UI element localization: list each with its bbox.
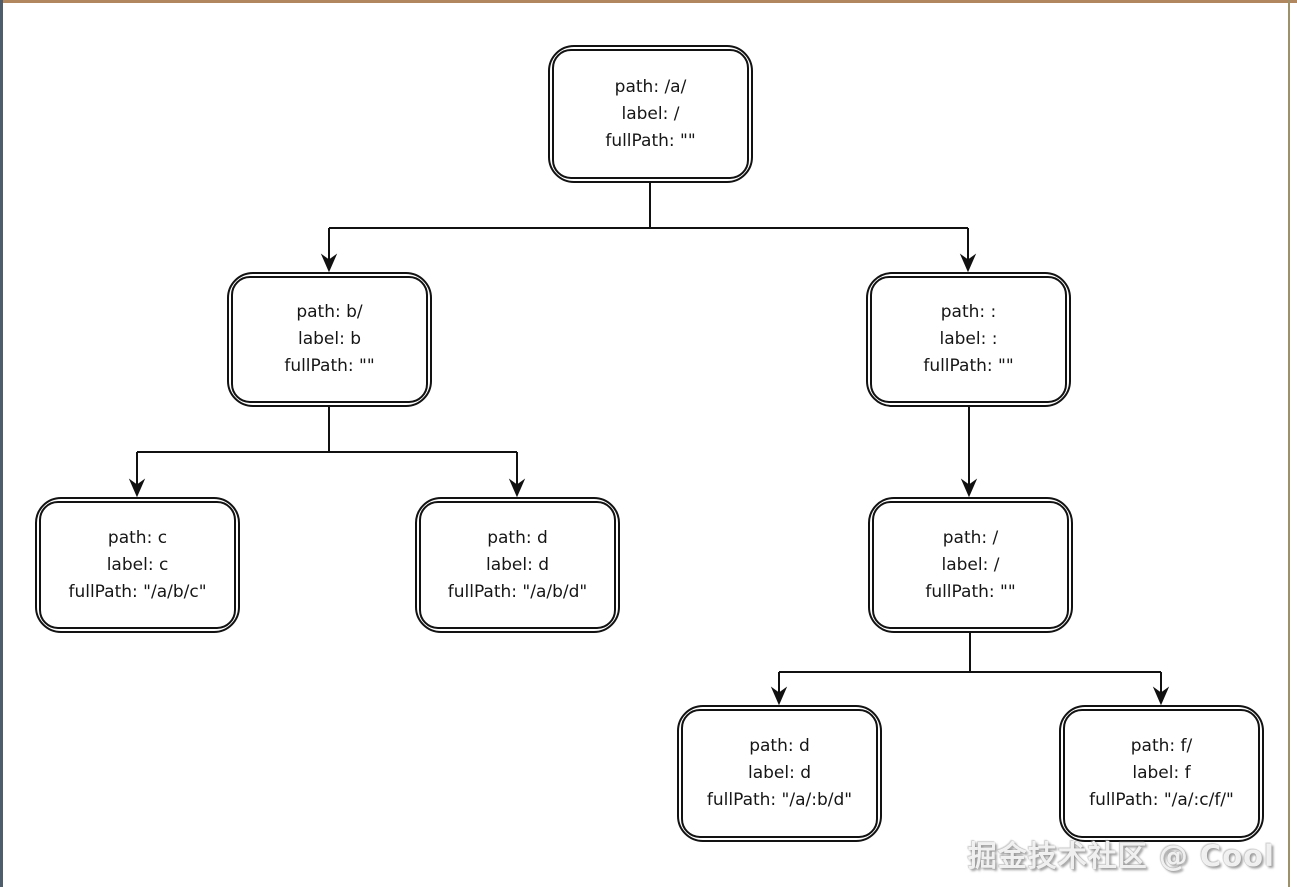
- node-label-line: label: /: [941, 554, 1000, 575]
- tree-node-f: path: f/ label: f fullPath: "/a/:c/f/": [1059, 705, 1264, 842]
- tree-node-b: path: b/ label: b fullPath: "": [227, 272, 432, 407]
- node-label-line: label: b: [297, 329, 362, 349]
- tree-node-d-left: path: d label: d fullPath: "/a/b/d": [415, 497, 620, 633]
- node-label-line: label: f: [1132, 763, 1191, 783]
- node-path-line: path: f/: [1130, 736, 1193, 756]
- node-fullpath-line: fullPath: "/a/:c/f/": [1089, 790, 1234, 810]
- node-path-line: path: c: [107, 527, 168, 548]
- node-path-line: path: :: [940, 302, 997, 322]
- node-path-line: path: /a/: [614, 76, 687, 97]
- node-label-line: label: /: [621, 103, 680, 124]
- edge-slash-children: [770, 633, 1170, 706]
- node-path-line: path: d: [749, 736, 810, 756]
- tree-node-root: path: /a/ label: / fullPath: "": [548, 45, 753, 183]
- node-fullpath-line: fullPath: "/a/:b/d": [706, 790, 853, 810]
- edge-colon-slash: [960, 407, 978, 498]
- node-fullpath-line: fullPath: "": [284, 356, 375, 376]
- tree-node-colon: path: : label: : fullPath: "": [866, 272, 1071, 407]
- frame-top-line: [0, 0, 1297, 3]
- edge-root-children: [320, 183, 977, 273]
- node-fullpath-line: fullPath: "": [923, 356, 1014, 376]
- node-fullpath-line: fullPath: "": [925, 581, 1016, 602]
- node-label-line: label: :: [939, 329, 998, 349]
- node-fullpath-line: fullPath: "/a/b/c": [68, 581, 207, 602]
- node-fullpath-line: fullPath: "": [605, 130, 696, 151]
- node-label-line: label: d: [747, 763, 812, 783]
- edge-b-children: [128, 407, 526, 498]
- node-path-line: path: b/: [296, 302, 363, 322]
- watermark-text: 掘金技术社区 @ Cool: [967, 839, 1275, 873]
- node-path-line: path: /: [942, 527, 999, 548]
- node-label-line: label: d: [485, 554, 550, 575]
- frame-right-line: [1288, 0, 1290, 887]
- node-label-line: label: c: [106, 554, 169, 575]
- tree-node-c: path: c label: c fullPath: "/a/b/c": [35, 497, 240, 633]
- frame-left-line: [0, 0, 3, 887]
- node-path-line: path: d: [487, 527, 548, 548]
- tree-node-d-bottom: path: d label: d fullPath: "/a/:b/d": [677, 705, 882, 842]
- node-fullpath-line: fullPath: "/a/b/d": [447, 581, 588, 602]
- tree-node-slash: path: / label: / fullPath: "": [868, 497, 1073, 633]
